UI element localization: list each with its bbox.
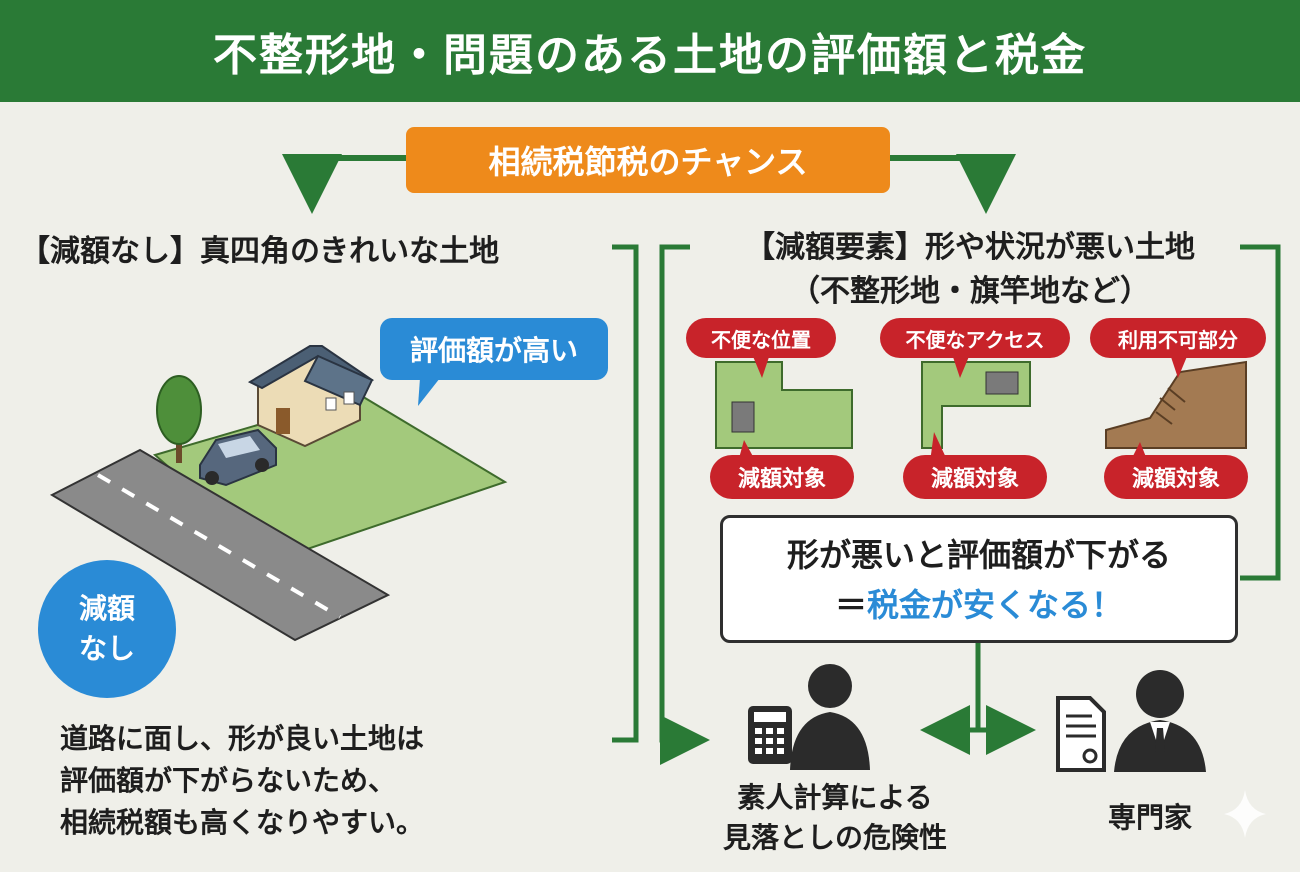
sparkle-icon (1224, 790, 1266, 838)
amateur-risk-label: 素人計算による 見落としの危険性 (690, 778, 980, 858)
no-reduction-badge: 減額 なし (38, 560, 176, 698)
tax-cheaper-text: 税金が安くなる！ (867, 586, 1124, 624)
calculator-icon (748, 706, 792, 764)
right-heading: 【減額要素】形や状況が悪い土地 （不整形地・旗竿地など） (690, 226, 1250, 314)
expert-label: 専門家 (1107, 801, 1192, 834)
high-valuation-bubble: 評価額が高い (380, 318, 608, 380)
inheritance-tax-saving-banner: 相続税節税のチャンス (406, 127, 890, 193)
bubble-tail (418, 378, 440, 406)
l-shaped-lot-icon (715, 361, 853, 449)
no-reduction-badge-line1: 減額 (78, 592, 135, 625)
banner-arrows (282, 154, 1016, 214)
right-heading-line2: （不整形地・旗竿地など） (790, 274, 1150, 309)
tag-unusable-part: 利用不可部分 (1090, 318, 1266, 358)
right-heading-line1: 【減額要素】形や状況が悪い土地 (745, 230, 1195, 265)
left-heading: 【減額なし】真四角のきれいな土地 (20, 234, 500, 269)
equals-sign: ＝ (834, 586, 867, 624)
key-message-line1: 形が悪いと評価額が下がる (786, 536, 1171, 574)
amateur-person-icon (790, 664, 870, 770)
key-message-box: 形が悪いと評価額が下がる ＝税金が安くなる！ (720, 515, 1238, 643)
expert-person-icon (1114, 670, 1206, 772)
reduction-target-tag: 減額対象 (710, 455, 854, 499)
tag-inconvenient-access: 不便なアクセス (880, 318, 1070, 358)
reduction-target-tag: 減額対象 (1104, 455, 1248, 499)
square-lot-illustration (49, 345, 508, 642)
tag-inconvenient-location: 不便な位置 (686, 318, 836, 358)
left-description-line: 評価額が下がらないため、 (60, 764, 397, 797)
left-connector (612, 244, 639, 743)
key-message-line2: ＝税金が安くなる！ (723, 580, 1235, 630)
slope-lot-icon (1105, 360, 1247, 449)
no-reduction-badge-line2: なし (78, 632, 135, 665)
left-description-line: 道路に面し、形が良い土地は (60, 722, 425, 755)
page-title: 不整形地・問題のある土地の評価額と税金 (0, 0, 1300, 102)
left-description: 道路に面し、形が良い土地は 評価額が下がらないため、 相続税額も高くなりやすい。 (60, 718, 580, 844)
flag-lot-icon (921, 361, 1031, 449)
bottom-connector (920, 643, 1036, 755)
amateur-risk-line2: 見落としの危険性 (722, 821, 947, 854)
reduction-target-tag: 減額対象 (903, 455, 1047, 499)
amateur-risk-line1: 素人計算による (737, 781, 933, 814)
left-description-line: 相続税額も高くなりやすい。 (60, 806, 425, 839)
right-connector (659, 244, 1281, 765)
document-icon (1056, 696, 1106, 772)
